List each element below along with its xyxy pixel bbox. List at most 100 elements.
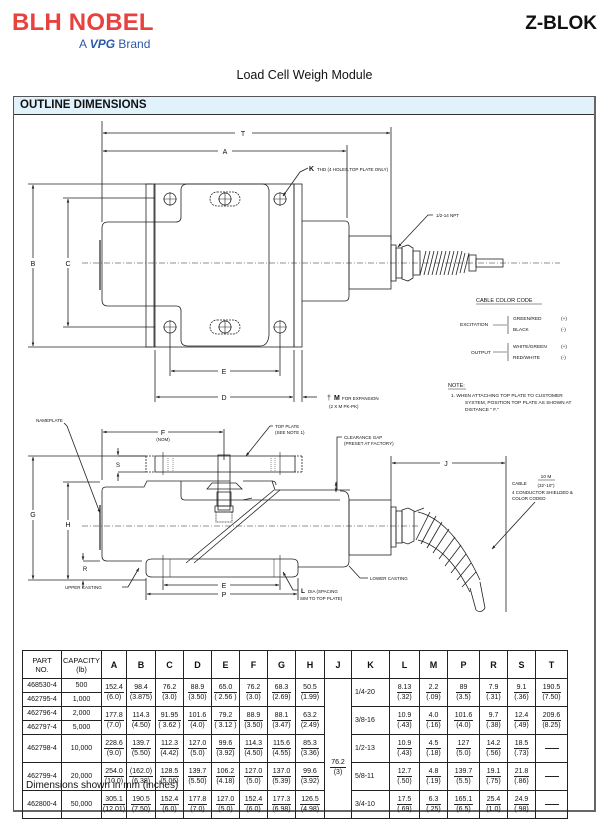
output-label: OUTPUT — [471, 350, 491, 356]
dim-cell-s: 12.4(.49) — [507, 706, 536, 735]
dim-cell-f: 114.3(4.50) — [239, 734, 268, 763]
document-title: Load Cell Weigh Module — [236, 68, 373, 82]
col-e: E — [211, 650, 240, 679]
upper-casting-outline — [101, 183, 270, 347]
dim-cell-s: 9.1(.36) — [507, 678, 536, 707]
wire-green-red: GREEN/RED — [513, 316, 542, 322]
dim-cell-t — [535, 734, 568, 763]
col-s: S — [507, 650, 536, 679]
npt-note: 1/2-14 NPT — [436, 213, 459, 218]
side-gland-nut — [401, 507, 415, 545]
excitation-label: EXCITATION — [460, 322, 489, 328]
units-note: Dimensions shown in mm (inches) — [26, 780, 179, 791]
dim-cell-m: 4.0(.16) — [419, 706, 448, 735]
part-number: 462797-4 — [22, 720, 62, 735]
note-title: NOTE: — [448, 383, 465, 389]
dim-d: D † M FOR EXPANSION (2 X M PK-PK) — [154, 350, 379, 409]
dim-cell-p: 165.1(6.5) — [447, 790, 480, 819]
label-b: B — [31, 261, 36, 268]
k-note: THD (4 HOLES,TOP PLATE ONLY) — [317, 167, 389, 172]
dim-cell-l: 10.9(.43) — [389, 706, 420, 735]
product-name: Z-BLOK — [525, 13, 597, 34]
note-line-2: SYSTEM, POSITION TOP PLATE AS SHOWN AT — [465, 400, 572, 406]
dim-cell-c: 128.5(5.06) — [155, 762, 184, 791]
dim-cell-f: 152.4(6.0) — [239, 790, 268, 819]
dim-cell-t: 190.5(7.50) — [535, 678, 568, 707]
dim-cell-j: 76.2(3) — [324, 678, 352, 819]
capacity: 1,000 — [61, 692, 102, 707]
brand-tagline: A VPG Brand — [79, 37, 150, 51]
gland-nut — [401, 244, 414, 282]
dim-cell-g: 68.3(2.69) — [267, 678, 296, 707]
brand-name: BLH NOBEL — [12, 9, 154, 36]
dim-cell-l: 17.5(.69) — [389, 790, 420, 819]
npt-callout: 1/2-14 NPT — [397, 213, 459, 248]
dim-cell-a: 177.8(7.0) — [101, 706, 127, 735]
col-j: J — [324, 650, 352, 679]
dim-a: A — [102, 145, 348, 218]
side-gland-neck — [395, 510, 403, 544]
label-c: C — [65, 261, 70, 268]
dim-cell-p: 139.7(5.5) — [447, 762, 480, 791]
bolt — [217, 454, 231, 511]
label-a: A — [223, 149, 228, 156]
label-e-top: E — [222, 369, 227, 376]
dim-cell-d: 139.7(5.50) — [183, 762, 212, 791]
label-e-side: E — [222, 583, 227, 590]
side-cable-boss — [348, 499, 392, 556]
col-c: C — [155, 650, 184, 679]
part-number: 462796-4 — [22, 706, 62, 721]
col-b: B — [126, 650, 156, 679]
dim-cell-a: 228.6(9.0) — [101, 734, 127, 763]
dim-cell-f: 88.9(3.50) — [239, 706, 268, 735]
note-line-1: 1. WHEN ATTACHING TOP PLATE TO CUSTOMER — [451, 393, 563, 399]
col-p: P — [447, 650, 480, 679]
dim-cell-s: 24.9(.98) — [507, 790, 536, 819]
side-gland-base — [390, 506, 397, 548]
capacity: 5,000 — [61, 720, 102, 735]
dim-cell-k: 3/8-16 — [351, 706, 390, 735]
dim-cell-a: 152.4(6.0) — [101, 678, 127, 707]
wire-red-white: RED/WHITE — [513, 355, 540, 361]
cable-desc-1: 4 CONDUCTOR SHIELDED & — [512, 490, 573, 495]
wire-white-green: WHITE/GREEN — [513, 344, 547, 350]
cable-length-ft: (32'-10") — [538, 483, 555, 488]
dim-cell-m: 4.8(.19) — [419, 762, 448, 791]
top-plate — [153, 183, 295, 348]
top-plate-note: (SEE NOTE 1) — [275, 430, 305, 435]
k-callout: K THD (4 HOLES,TOP PLATE ONLY) — [282, 166, 389, 197]
dim-cell-t — [535, 762, 568, 791]
label-k: K — [309, 166, 314, 173]
part-number: 462799-4 — [22, 762, 62, 791]
brand-tagline-suffix: Brand — [118, 37, 151, 51]
dim-cell-h: 50.5(1.99) — [295, 678, 325, 707]
col-l: L — [389, 650, 420, 679]
capacity: 50,000 — [61, 790, 102, 819]
nameplate-label: NAMEPLATE — [36, 418, 63, 423]
dim-cell-h: 63.2(2.49) — [295, 706, 325, 735]
cable-boss — [348, 235, 392, 290]
dim-cell-k: 3/4-10 — [351, 790, 390, 819]
label-j: J — [444, 461, 448, 468]
capacity: 10,000 — [61, 734, 102, 763]
dim-cell-d: 88.9(3.50) — [183, 678, 212, 707]
dim-cell-c: 152.4(6.0) — [155, 790, 184, 819]
side-cable-end — [469, 581, 486, 611]
dim-e-top: E — [169, 333, 281, 376]
col-d: D — [183, 650, 212, 679]
upper-casting-label: UPPER CASTING — [65, 585, 102, 590]
bolt-nut — [216, 491, 232, 507]
dim-cell-r: 14.2(.56) — [479, 734, 508, 763]
brand-tagline-prefix: A — [79, 37, 87, 51]
col-m: M — [419, 650, 448, 679]
cable-desc-2: COLOR CODED — [512, 496, 546, 501]
capacity: 2,000 — [61, 706, 102, 721]
cable-label: CABLE — [512, 481, 527, 486]
